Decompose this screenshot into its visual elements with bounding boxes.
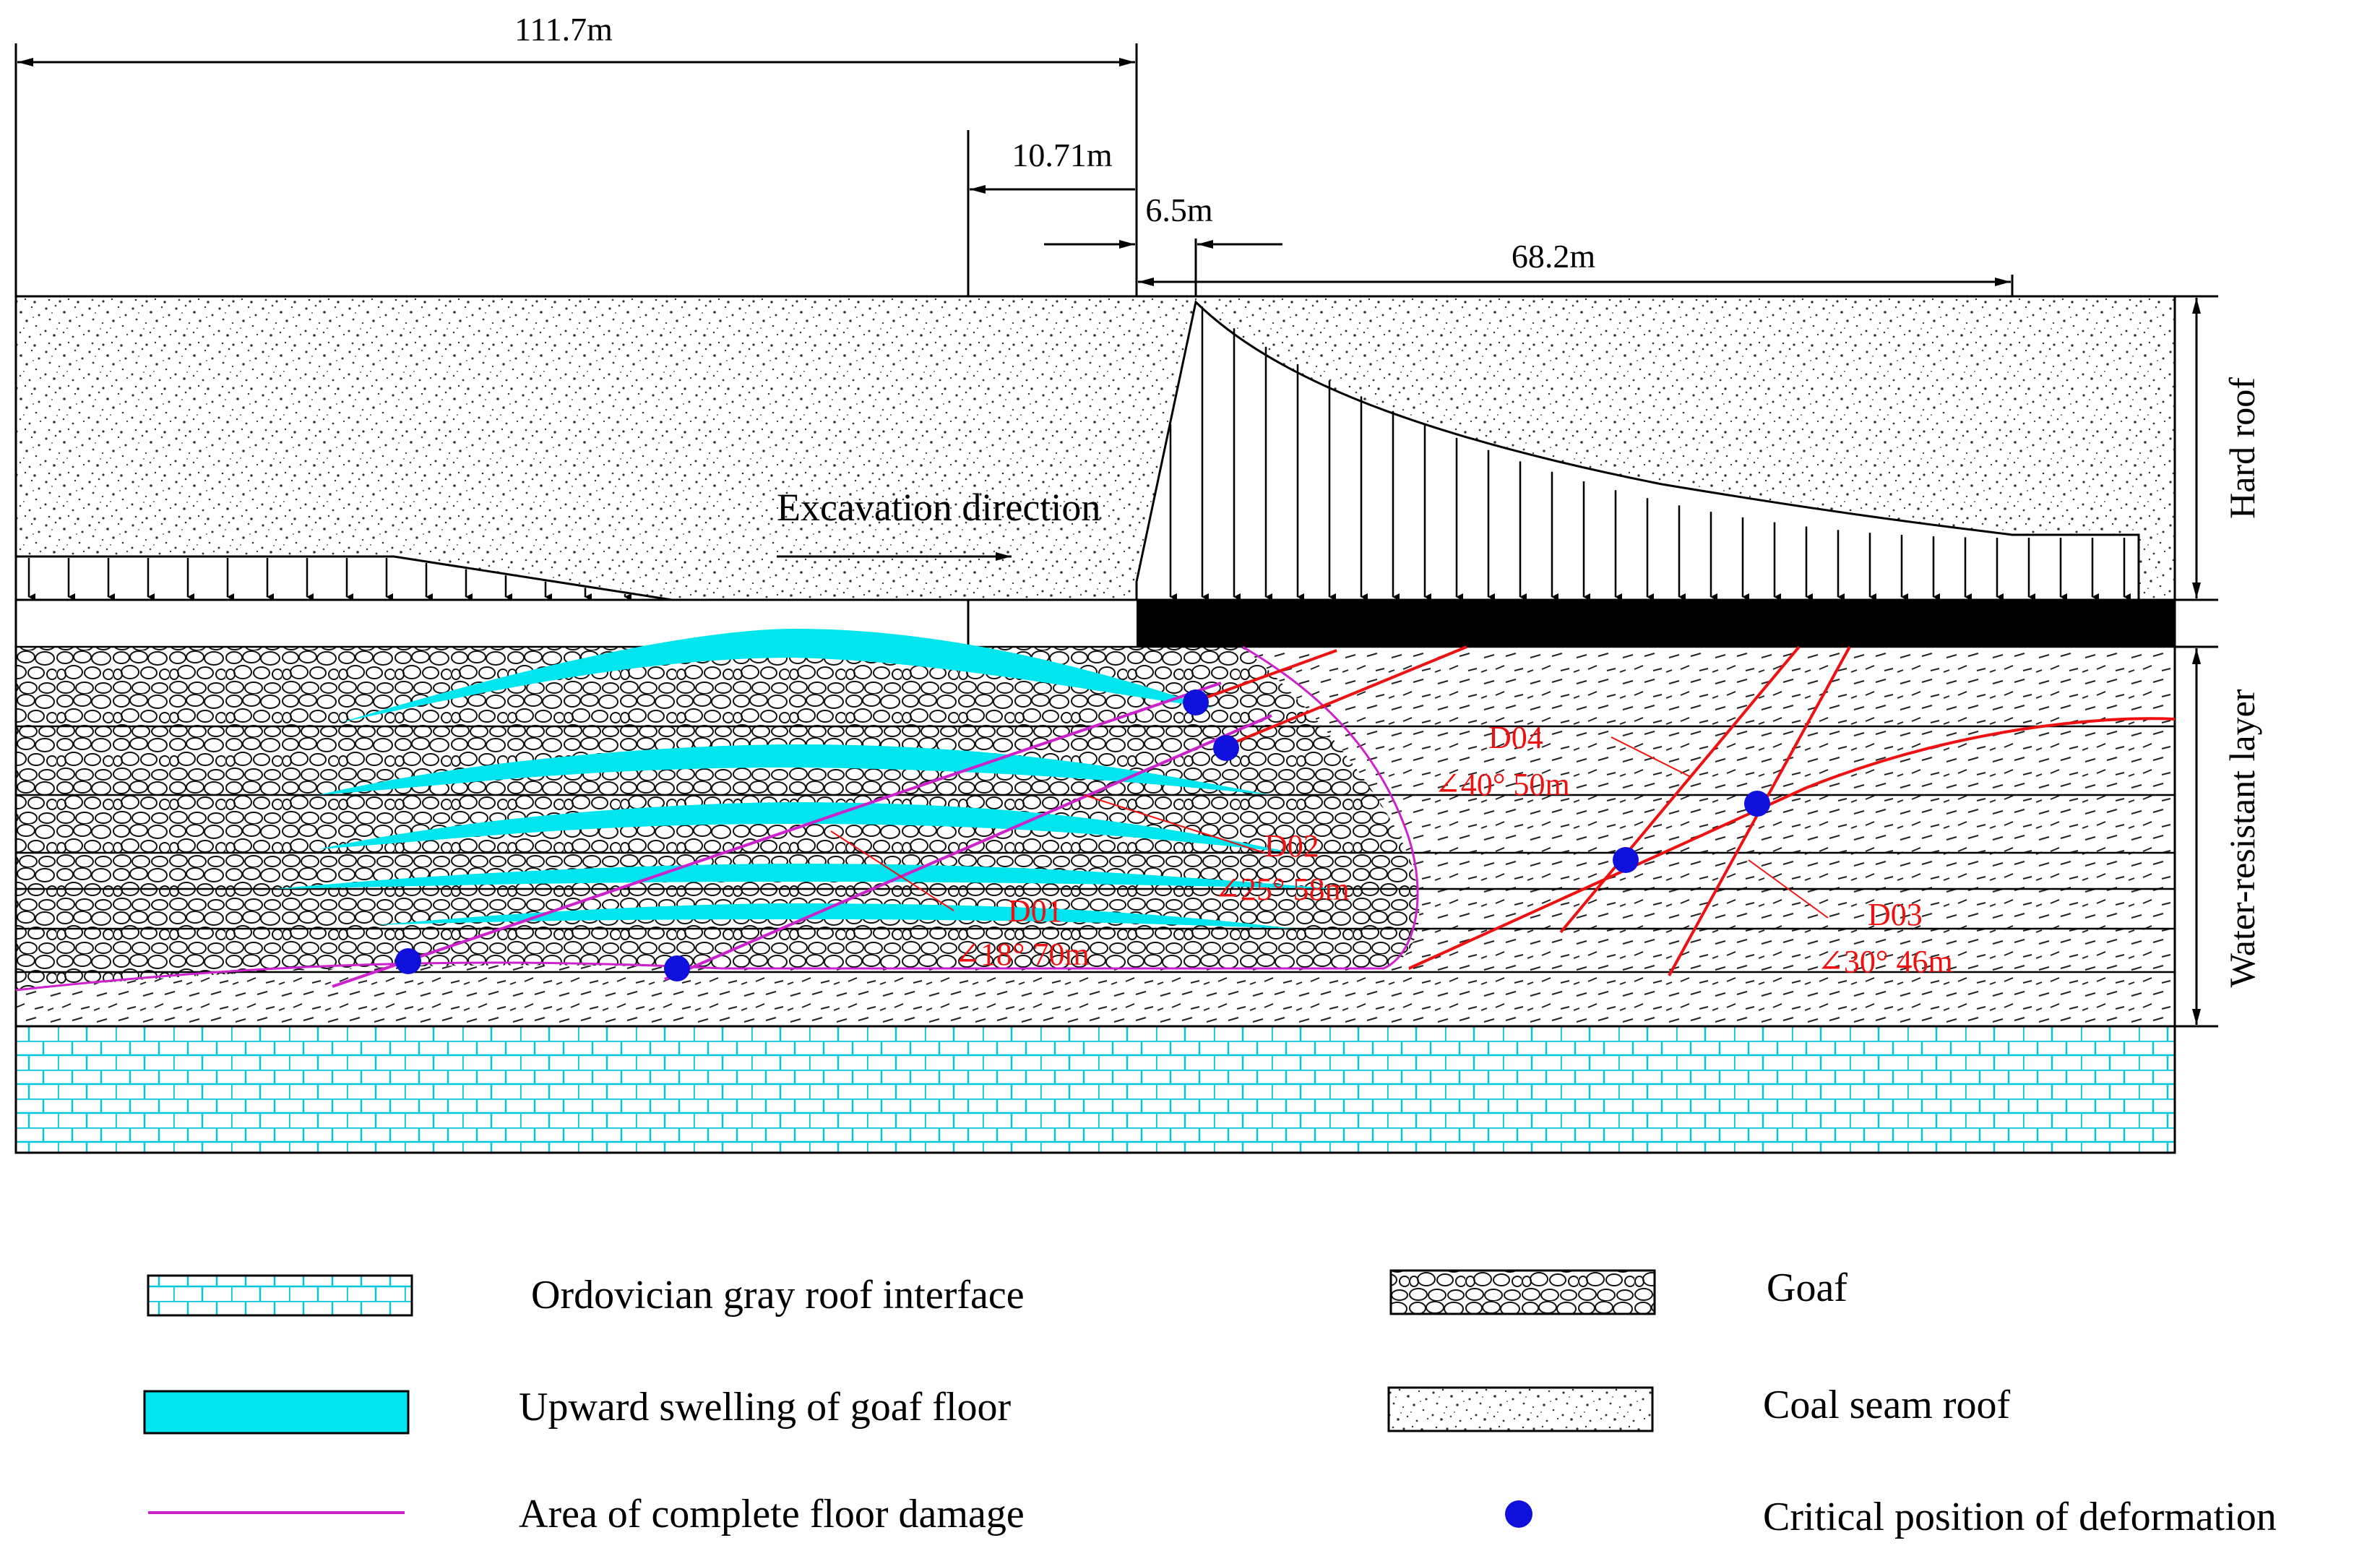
floor-damage-boundary	[15, 645, 1419, 992]
stress-arrows	[1169, 309, 2131, 601]
legend-label-damage: Area of complete floor damage	[519, 1492, 1025, 1536]
legend-item-critical: Critical position of deformation	[1505, 1495, 2277, 1539]
hard-roof-label: Hard roof	[2222, 377, 2262, 519]
critical-point	[1744, 791, 1770, 817]
critical-point	[1183, 689, 1209, 715]
fault-angle-d01: ∠18° 70m	[954, 937, 1090, 972]
floor-swelling-bands	[275, 629, 1337, 929]
dim-offset-b: 6.5m	[1145, 192, 1213, 228]
coal-roof-swatch	[1387, 1386, 1654, 1432]
fault-id-d01: D01	[1008, 893, 1063, 929]
critical-point	[395, 948, 421, 974]
dim-stress-zone: 68.2m	[1512, 238, 1596, 275]
coal-seam-block	[1137, 600, 2175, 647]
goaf-fault-lines	[332, 682, 1272, 988]
excavation-label: Excavation direction	[777, 486, 1100, 529]
fault-angle-d04: ∠40° 50m	[1434, 767, 1570, 802]
legend-item-damage: Area of complete floor damage	[148, 1492, 1025, 1536]
critical-point	[1213, 735, 1239, 761]
fault-angle-d02: ∠25° 58m	[1214, 872, 1350, 907]
legend-item-goaf: Goaf	[1389, 1265, 1847, 1315]
fault-label-d03: D03 ∠30° 46m	[1817, 897, 1953, 979]
critical-point	[1613, 847, 1639, 873]
legend-label-ordovician: Ordovician gray roof interface	[531, 1273, 1025, 1318]
legend-label-swelling: Upward swelling of goaf floor	[519, 1385, 1012, 1430]
ordovician-swatch	[147, 1274, 413, 1317]
legend-item-ordovician: Ordovician gray roof interface	[147, 1273, 1025, 1318]
goaf-stress-arrows	[27, 558, 631, 601]
water-resistant-label: Water-resistant layer	[2222, 689, 2262, 987]
fault-label-d02: D02 ∠25° 58m	[1214, 828, 1350, 907]
fault-label-d01: D01 ∠18° 70m	[954, 893, 1090, 972]
legend-item-coal-roof: Coal seam roof	[1387, 1383, 2010, 1432]
goaf-swatch	[1389, 1269, 1656, 1315]
critical-point	[664, 955, 690, 981]
dim-offset-a: 10.71m	[1012, 137, 1113, 173]
fault-id-d02: D02	[1264, 828, 1319, 864]
legend-label-critical: Critical position of deformation	[1763, 1495, 2277, 1539]
fault-label-d04: D04 ∠40° 50m	[1434, 720, 1570, 802]
legend-label-goaf: Goaf	[1767, 1265, 1847, 1310]
fault-id-d03: D03	[1868, 897, 1923, 932]
legend: Ordovician gray roof interface Goaf Upwa…	[143, 1265, 2277, 1539]
swelling-swatch	[143, 1390, 410, 1435]
legend-item-swelling: Upward swelling of goaf floor	[143, 1385, 1012, 1435]
fault-leader-lines	[830, 736, 1829, 919]
fault-id-d04: D04	[1488, 720, 1543, 755]
layer-indicators	[2175, 295, 2218, 1028]
critical-points	[395, 689, 1770, 981]
legend-label-coal-roof: Coal seam roof	[1763, 1383, 2010, 1427]
ordovician-limestone-layer	[14, 1025, 2176, 1154]
dim-total-width: 111.7m	[514, 11, 613, 48]
fault-angle-d03: ∠30° 46m	[1817, 944, 1953, 979]
critical-swatch	[1505, 1500, 1532, 1528]
